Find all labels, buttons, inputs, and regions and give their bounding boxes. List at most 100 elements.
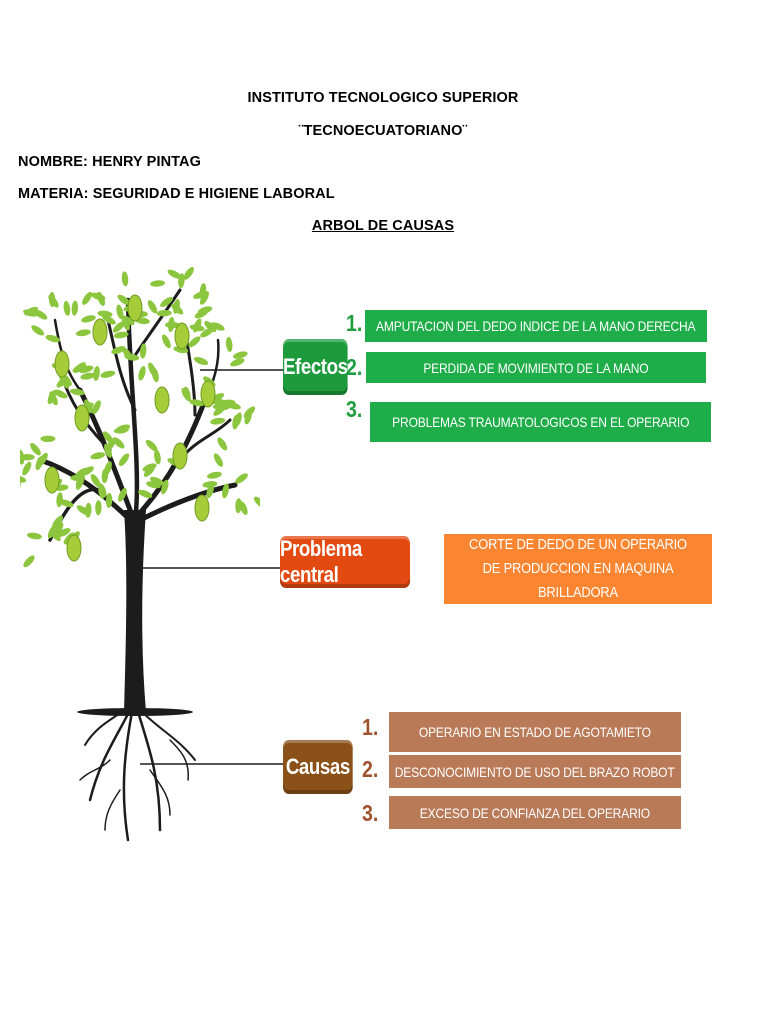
subject-name: MATERIA: SEGURIDAD E HIGIENE LABORAL — [18, 186, 335, 202]
leaf — [167, 317, 175, 332]
leaf — [189, 399, 205, 407]
leaf — [121, 271, 129, 287]
tree-roots — [79, 708, 196, 842]
leaf — [98, 483, 107, 498]
leaf — [226, 402, 241, 410]
central-problem-label: Problema central — [280, 536, 411, 588]
leaf — [253, 496, 260, 509]
fruit — [54, 350, 70, 378]
effect-text-2: PERDIDA DE MOVIMIENTO DE LA MANO — [423, 359, 649, 376]
causes-label: Causas — [283, 740, 353, 794]
fruit — [127, 294, 143, 322]
leaf — [193, 356, 209, 366]
leaf — [139, 343, 147, 359]
leaf — [117, 294, 131, 306]
leaf — [138, 366, 146, 381]
cause-number-1: 1. — [362, 714, 379, 740]
leaf — [148, 362, 157, 377]
fruit — [200, 380, 216, 408]
cause-text-2: DESCONOCIMIENTO DE USO DEL BRAZO ROBOT — [395, 763, 675, 780]
effect-box-2: PERDIDA DE MOVIMIENTO DE LA MANO — [366, 352, 706, 383]
leaf — [225, 336, 233, 352]
central-problem-text: CORTE DE DEDO DE UN OPERARIO DE PRODUCCI… — [469, 536, 687, 601]
leaf — [122, 347, 133, 361]
leaf — [78, 365, 94, 374]
leaf — [101, 468, 109, 484]
fruit — [174, 322, 190, 350]
leaf — [212, 403, 228, 411]
effect-text-1: AMPUTACION DEL DEDO INDICE DE LA MANO DE… — [376, 318, 696, 334]
leaf — [112, 321, 125, 333]
effect-number-3: 3. — [346, 396, 363, 422]
leaf — [222, 483, 229, 499]
leaf — [200, 327, 214, 338]
leaf — [59, 499, 74, 508]
leaf — [111, 346, 126, 355]
leaf — [173, 299, 180, 314]
leaf — [150, 280, 166, 287]
leaf — [112, 437, 125, 449]
leaf — [160, 296, 174, 308]
effect-box-1: AMPUTACION DEL DEDO INDICE DE LA MANO DE… — [365, 310, 707, 342]
fruit — [194, 494, 210, 522]
leaf — [183, 386, 191, 402]
leaf — [72, 363, 87, 373]
cause-text-1: OPERARIO EN ESTADO DE AGOTAMIETO — [418, 724, 651, 740]
leaf — [45, 334, 61, 343]
leaf — [81, 315, 96, 323]
leaf — [30, 443, 41, 456]
leaf — [93, 365, 100, 381]
leaf — [100, 370, 116, 378]
leaf — [52, 515, 64, 528]
leaf — [145, 439, 158, 452]
leaf — [207, 471, 222, 479]
leaf — [147, 300, 158, 314]
leaf — [210, 417, 226, 425]
leaf — [27, 532, 42, 540]
central-problem-box: CORTE DE DEDO DE UN OPERARIO DE PRODUCCI… — [444, 534, 712, 604]
leaf — [167, 269, 182, 279]
leaf — [22, 461, 32, 476]
page-title: ARBOL DE CAUSAS — [311, 218, 455, 234]
cause-text-3: EXCESO DE CONFIANZA DEL OPERARIO — [419, 804, 651, 821]
leaf — [85, 502, 92, 518]
leaf — [95, 500, 102, 516]
leaf — [63, 300, 71, 316]
leaf — [161, 334, 171, 349]
tree-fruits — [44, 294, 216, 562]
leaf — [48, 295, 59, 308]
cause-box-1: OPERARIO EN ESTADO DE AGOTAMIETO — [389, 712, 681, 752]
leaf — [150, 476, 164, 486]
leaf — [76, 474, 85, 489]
fruit — [66, 534, 82, 562]
fruit — [154, 386, 170, 414]
leaf — [71, 300, 79, 316]
leaf — [193, 291, 208, 299]
leaf — [102, 431, 114, 444]
leaf — [113, 331, 129, 339]
effect-box-3: PROBLEMAS TRAUMATOLOGICOS EN EL OPERARIO — [370, 402, 711, 442]
leaf — [121, 316, 130, 331]
cause-box-2: DESCONOCIMIENTO DE USO DEL BRAZO ROBOT — [389, 755, 681, 788]
leaf — [210, 322, 225, 331]
leaf — [20, 475, 27, 483]
leaf — [104, 439, 116, 453]
leaf — [75, 329, 91, 337]
effect-number-1: 1. — [346, 310, 363, 336]
cause-number-2: 2. — [362, 756, 379, 782]
leaf — [105, 492, 113, 508]
leaf — [138, 489, 153, 498]
cause-box-3: EXCESO DE CONFIANZA DEL OPERARIO — [389, 796, 681, 829]
leaf — [230, 358, 245, 367]
leaf — [20, 449, 25, 465]
leaf — [40, 435, 56, 443]
leaf — [53, 389, 68, 399]
leaf — [234, 412, 242, 427]
leaf — [82, 291, 93, 305]
leaf — [92, 400, 101, 415]
leaf — [193, 318, 202, 333]
tree-leaves — [20, 267, 260, 568]
leaf — [69, 388, 85, 396]
leaf — [118, 453, 130, 467]
leaf — [118, 487, 127, 502]
